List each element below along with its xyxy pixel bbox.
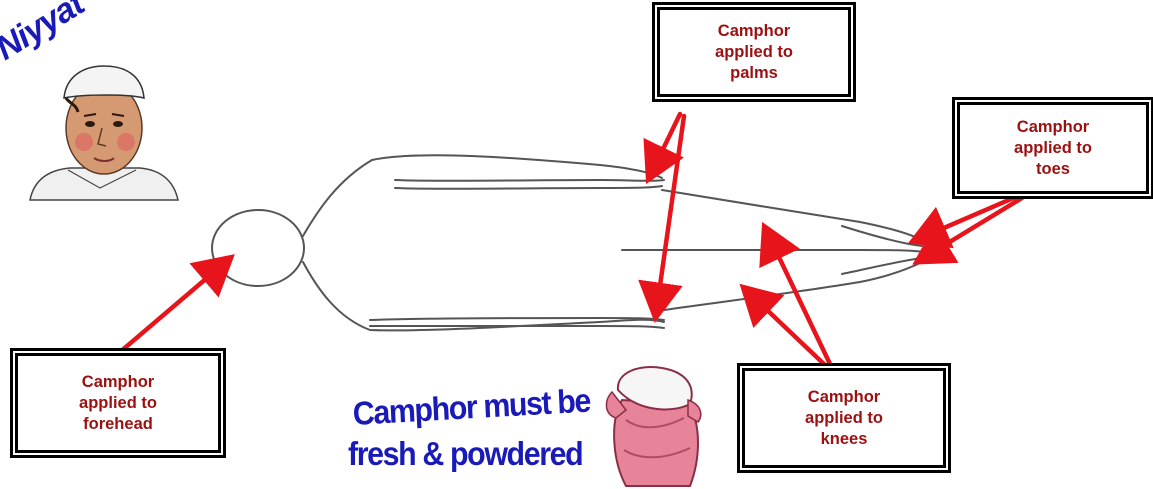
- arrow-forehead: [120, 260, 228, 352]
- label-knees: Camphor applied to knees: [805, 387, 883, 450]
- arrow-toe-lower: [920, 198, 1022, 260]
- lower-arm-outline: [303, 262, 664, 330]
- head-outline: [212, 210, 304, 286]
- arrow-palm-lower: [656, 116, 684, 314]
- label-knees-box: Camphor applied to knees: [737, 363, 951, 473]
- pink-bag-of-powder-icon: [606, 367, 700, 486]
- pointer-arrows: [120, 114, 1022, 366]
- upper-hand-strip: [395, 180, 664, 181]
- camphor-note-line2: fresh & powdered: [348, 437, 582, 470]
- label-toes-box: Camphor applied to toes: [952, 97, 1153, 199]
- body-outline-sketch: [212, 155, 924, 330]
- label-palms: Camphor applied to palms: [715, 21, 793, 84]
- inner-leg-line: [622, 250, 924, 252]
- upper-leg-outline: [662, 190, 922, 240]
- label-palms-box: Camphor applied to palms: [652, 2, 856, 102]
- label-forehead: Camphor applied to forehead: [79, 372, 157, 435]
- label-toes: Camphor applied to toes: [1014, 117, 1092, 180]
- upper-arm-outline: [303, 155, 662, 236]
- label-forehead-box: Camphor applied to forehead: [10, 348, 226, 458]
- boy-with-white-cap-illustration: [30, 66, 178, 200]
